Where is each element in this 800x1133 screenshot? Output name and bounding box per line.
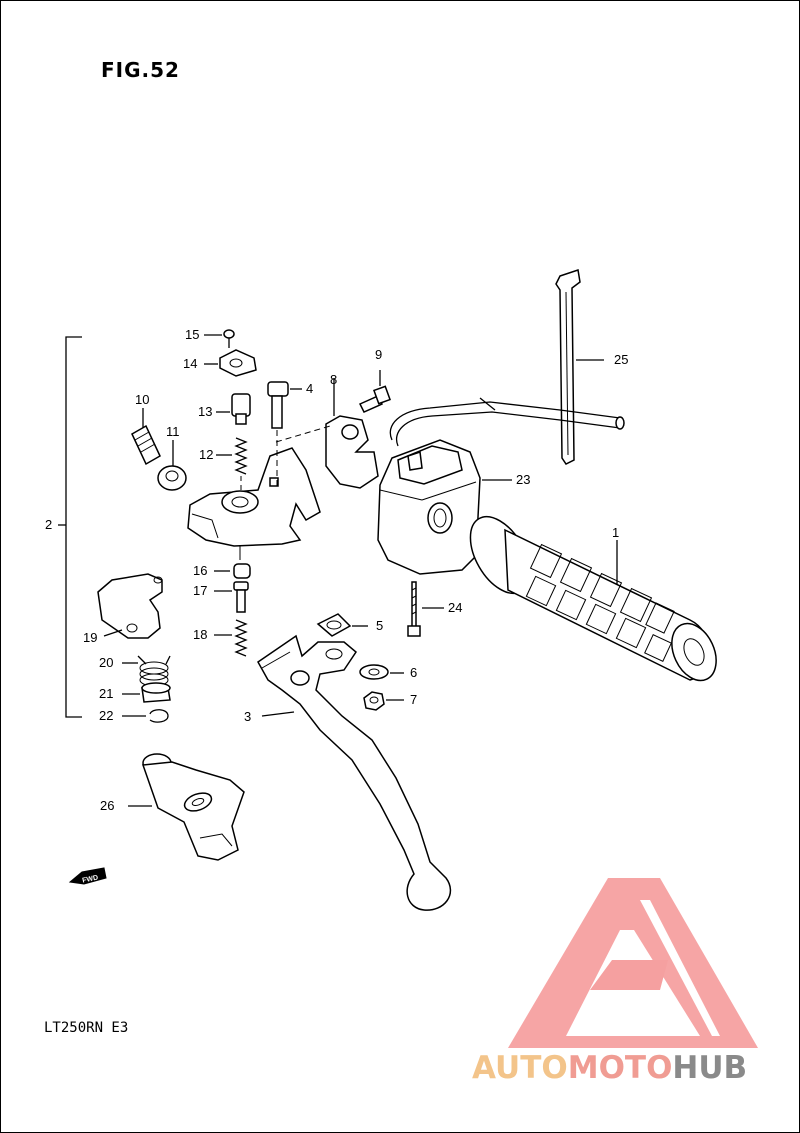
- callout-17: 17: [193, 583, 208, 598]
- callout-7: 7: [410, 692, 418, 707]
- callout-3: 3: [244, 709, 252, 724]
- callout-10: 10: [135, 392, 150, 407]
- callout-2: 2: [45, 517, 53, 532]
- callout-20: 20: [99, 655, 114, 670]
- fwd-arrow-icon: FWD: [68, 867, 107, 885]
- callout-15: 15: [185, 327, 200, 342]
- clamp-8-part: [325, 378, 379, 489]
- callout-21: 21: [99, 686, 114, 701]
- callout-11: 11: [166, 424, 180, 439]
- watermark-part-moto: MOTO: [567, 1050, 673, 1086]
- callout-18: 18: [193, 627, 208, 642]
- group-bracket: [58, 336, 82, 718]
- cable-tie-part: [555, 269, 604, 465]
- collar-21-part: [122, 682, 171, 703]
- pin-4-part: [267, 381, 302, 490]
- plunger-13-part: [216, 393, 251, 425]
- model-code: LT250RN E3: [44, 1020, 129, 1036]
- washer-5-part: [316, 613, 368, 637]
- cap-16-part: [214, 563, 251, 579]
- cover-26-part: [128, 753, 245, 861]
- callout-24: 24: [448, 600, 463, 615]
- callout-12: 12: [199, 447, 214, 462]
- callout-4: 4: [306, 381, 314, 396]
- spring-18-part: [214, 619, 248, 657]
- callout-23: 23: [516, 472, 531, 487]
- callout-26: 26: [100, 798, 115, 813]
- callout-25: 25: [614, 352, 629, 367]
- callout-16: 16: [193, 563, 208, 578]
- screw-15-part: [204, 329, 235, 348]
- switch-cable: [389, 397, 625, 447]
- callout-5: 5: [376, 618, 384, 633]
- switch-housing-part: [377, 439, 512, 575]
- spring-12-part: [216, 437, 248, 492]
- callout-14: 14: [183, 356, 198, 371]
- nut-11-part: [157, 440, 187, 491]
- callout-8: 8: [330, 372, 338, 387]
- pivot-bolt-17-part: [214, 581, 249, 613]
- washer-6-part: [359, 664, 404, 680]
- callout-19: 19: [83, 630, 98, 645]
- circlip-22-part: [122, 709, 169, 723]
- bolt-9-part: [358, 370, 391, 413]
- watermark-logo-icon: [508, 878, 758, 1048]
- lever-bracket-part: [187, 425, 331, 560]
- screw-24-part: [407, 581, 444, 637]
- figure-label: FIG.52: [101, 58, 180, 82]
- callout-6: 6: [410, 665, 418, 680]
- plate-14-part: [204, 349, 257, 377]
- callout-1: 1: [612, 525, 620, 540]
- clutch-lever-part: [257, 634, 452, 911]
- watermark-part-hub: HUB: [672, 1050, 748, 1086]
- spring-20-part: [122, 655, 171, 687]
- callout-13: 13: [198, 404, 213, 419]
- grip-part: [469, 515, 717, 682]
- callout-22: 22: [99, 708, 114, 723]
- watermark-part-auto: AUTO: [472, 1050, 568, 1086]
- cam-19-part: [97, 573, 163, 639]
- fwd-label: FWD: [82, 874, 99, 884]
- nut-7-part: [363, 691, 404, 711]
- adjuster-10-part: [131, 408, 161, 466]
- watermark-text: AUTOMOTOHUB: [472, 1050, 794, 1086]
- callout-9: 9: [375, 347, 383, 362]
